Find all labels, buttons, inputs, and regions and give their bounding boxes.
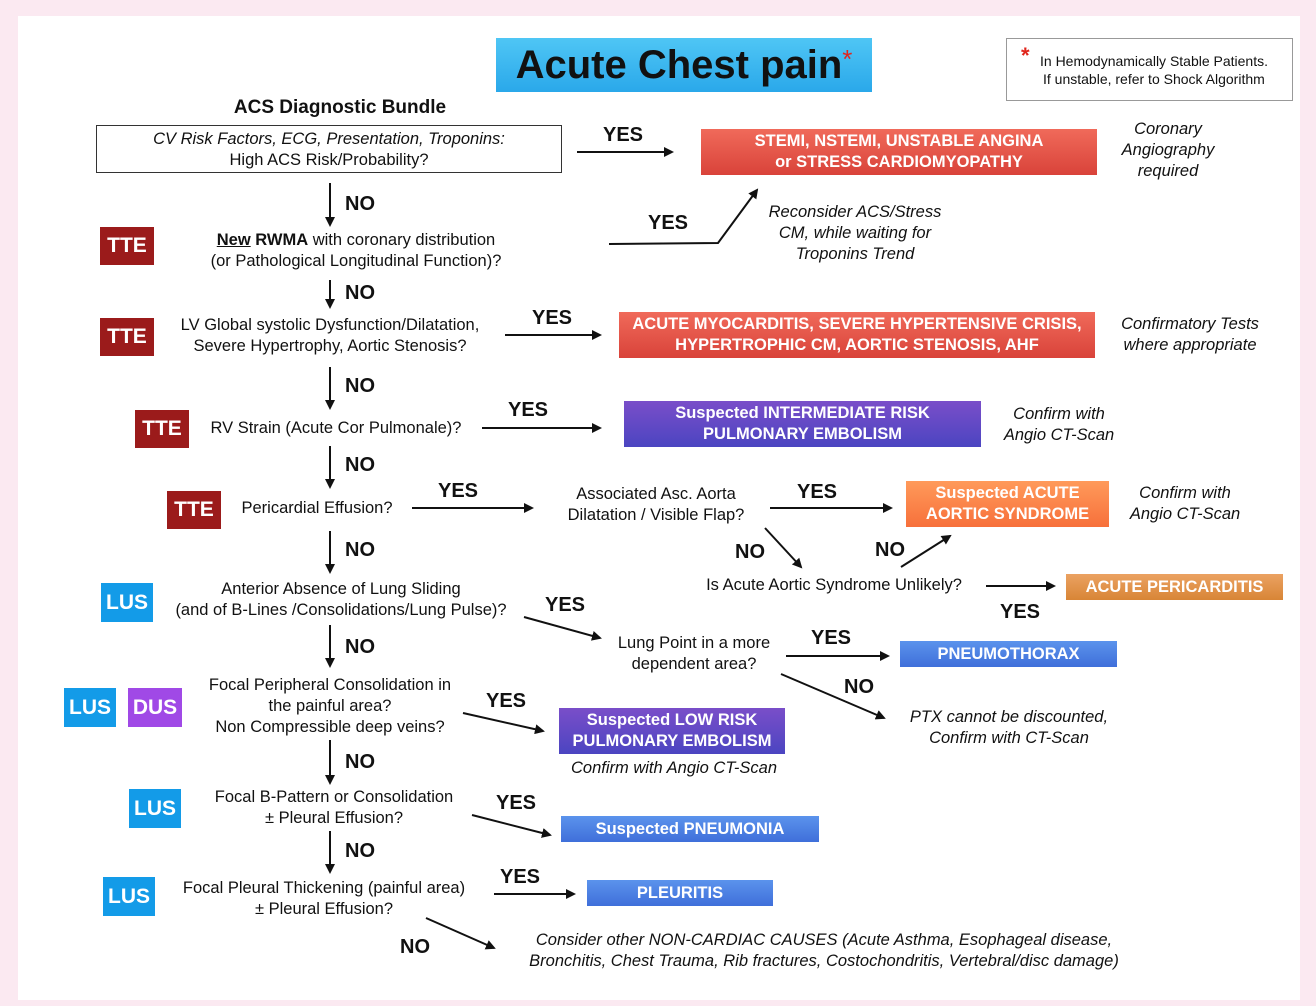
label-no: NO [345,751,375,773]
label-yes: YES [545,594,586,616]
result-myocarditis: ACUTE MYOCARDITIS, SEVERE HYPERTENSIVE C… [619,312,1095,358]
label-no: NO [345,193,375,215]
bundle-box: CV Risk Factors, ECG, Presentation, Trop… [96,125,562,173]
result-pericarditis: ACUTE PERICARDITIS [1066,574,1283,600]
label-yes: YES [1000,601,1041,623]
tag-lus-consolidation: LUS [64,688,116,727]
result-pneumonia: Suspected PNEUMONIA [561,816,819,842]
label-no: NO [844,676,874,698]
question-lung-sliding: Anterior Absence of Lung Sliding(and of … [175,580,507,619]
arrow-no-lung-point [780,673,886,720]
note-confirm-ct-low-pe: Confirm with Angio CT-Scan [570,759,778,777]
note-line2: If unstable, refer to Shock Algorithm [1043,71,1265,87]
tag-tte-pericardial: TTE [167,491,221,529]
note-non-cardiac: Consider other NON-CARDIAC CAUSES (Acute… [529,931,1119,970]
label-no: NO [345,375,375,397]
label-yes: YES [496,792,537,814]
bundle-heading: ACS Diagnostic Bundle [233,97,447,118]
arrow-yes-b-pattern [471,814,552,838]
arrow-yes-consolidation [462,712,545,735]
note-line1: In Hemodynamically Stable Patients. [1040,53,1268,69]
label-yes: YES [500,866,541,888]
label-no: NO [735,541,765,563]
label-yes: YES [811,627,852,649]
arrow-yes-reconsider [608,188,759,245]
label-yes: YES [438,480,479,502]
title-text: Acute Chest pain [515,42,843,87]
label-yes: YES [603,124,644,146]
question-aas-unlikely: Is Acute Aortic Syndrome Unlikely? [706,576,962,594]
label-no: NO [345,539,375,561]
label-no: NO [875,539,905,561]
tag-tte-rv: TTE [135,410,189,448]
tag-lus-pleural: LUS [103,877,155,916]
label-yes: YES [532,307,573,329]
result-pneumothorax: PNEUMOTHORAX [900,641,1117,667]
question-rv: RV Strain (Acute Cor Pulmonale)? [210,419,462,437]
question-rwma: New RWMA with coronary distribution (or … [210,231,502,270]
tag-lus-bpattern: LUS [129,789,181,828]
bundle-line2: High ACS Risk/Probability? [229,151,429,169]
question-lv: LV Global systolic Dysfunction/Dilatatio… [180,316,480,355]
bundle-line1: CV Risk Factors, ECG, Presentation, Trop… [153,130,505,148]
title-star: * [842,44,853,74]
tag-tte-rwma: TTE [100,227,154,265]
label-yes: YES [508,399,549,421]
arrow-no-non-cardiac [425,917,496,950]
arrow-yes-lung-sliding [523,616,602,641]
arrow-no-aas [900,534,952,568]
note-ptx-cannot: PTX cannot be discounted,Confirm with CT… [909,708,1109,747]
note-star: * [1021,43,1030,68]
question-pericardial: Pericardial Effusion? [241,499,393,517]
label-no: NO [345,636,375,658]
label-no: NO [345,282,375,304]
label-yes: YES [486,690,527,712]
label-no: NO [400,936,430,958]
arrow-no-aorta [764,527,803,569]
stability-note: * In Hemodynamically Stable Patients. If… [1006,38,1293,101]
tag-lus-sliding: LUS [101,583,153,622]
title-box: Acute Chest pain* [496,38,872,92]
tag-dus: DUS [128,688,182,727]
label-yes: YES [648,212,689,234]
question-pleural-thickening: Focal Pleural Thickening (painful area)±… [182,879,466,918]
label-yes: YES [797,481,838,503]
question-b-pattern: Focal B-Pattern or Consolidation± Pleura… [214,788,454,827]
tag-tte-lv: TTE [100,318,154,356]
label-no: NO [345,454,375,476]
label-no: NO [345,840,375,862]
result-pleuritis: PLEURITIS [587,880,773,906]
